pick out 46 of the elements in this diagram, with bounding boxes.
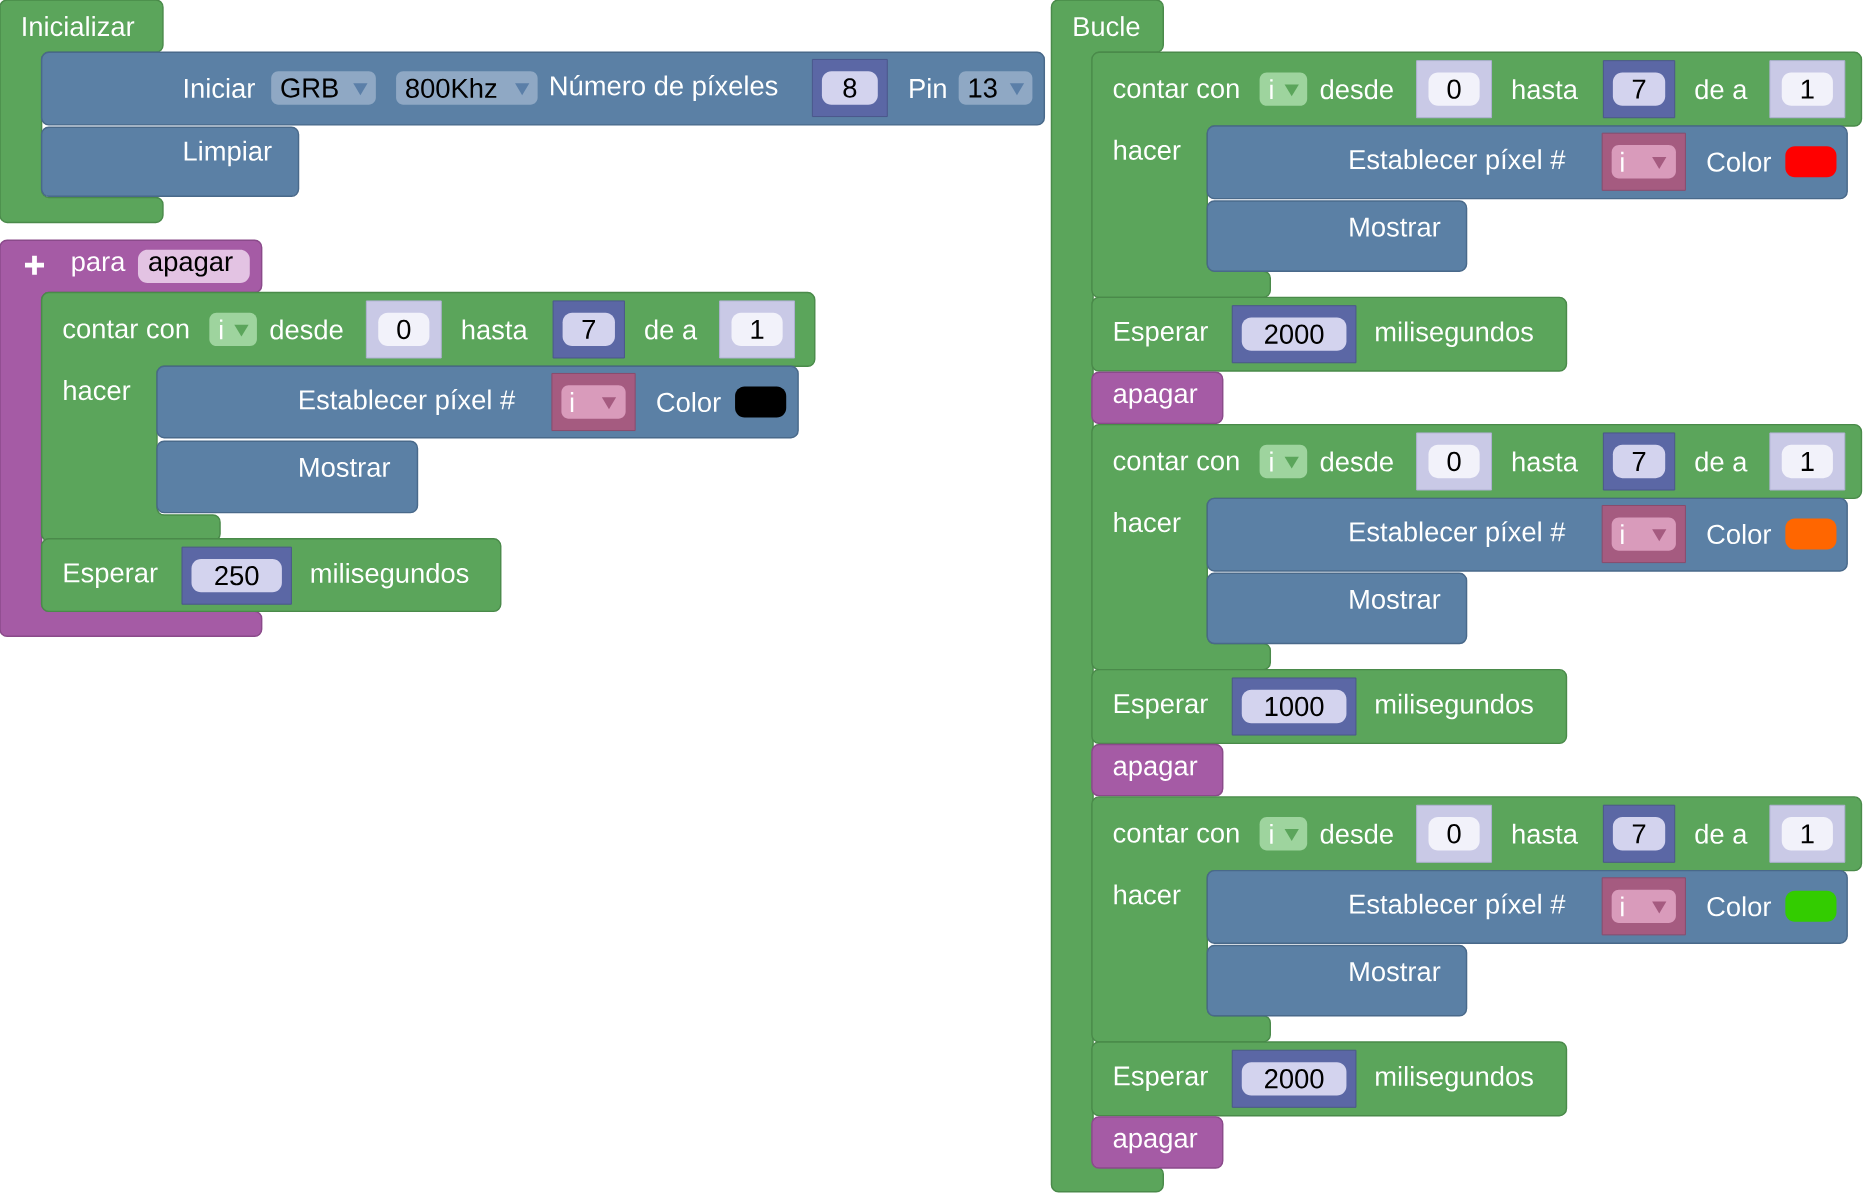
- name-field: apagar: [138, 249, 250, 283]
- event-block: Inicializar: [0, 0, 164, 224]
- dropdown-field: GRB: [271, 71, 376, 105]
- wait-block: Esperar 2000 milisegundos: [1091, 296, 1568, 372]
- number-block: 1000: [1231, 677, 1357, 736]
- number-block: 1: [1769, 432, 1846, 491]
- statement-block: Limpiar: [40, 126, 300, 197]
- statement-block: Mostrar: [1206, 200, 1468, 272]
- statement-block: Mostrar: [1206, 944, 1468, 1017]
- call-block: apagar: [1091, 1116, 1224, 1169]
- statement-block: Mostrar: [1206, 572, 1468, 645]
- statement-block: Mostrar: [156, 440, 419, 514]
- dropdown-field: 800Khz: [396, 71, 538, 105]
- number-block: 1: [1769, 804, 1846, 863]
- statement-block: Establecer píxel # i Color: [156, 365, 799, 439]
- wait-block: Esperar 1000 milisegundos: [1091, 668, 1568, 744]
- dropdown-field: i: [1259, 817, 1308, 851]
- call-block: apagar: [1091, 743, 1224, 797]
- statement-block: Establecer píxel # i Color: [1206, 869, 1848, 944]
- number-block: 1: [1769, 60, 1846, 119]
- number-block: 2000: [1231, 305, 1357, 364]
- number-block: 0: [1416, 60, 1492, 119]
- number-block: 7: [1602, 804, 1676, 863]
- number-block: 250: [181, 546, 292, 605]
- number-block: 7: [552, 300, 625, 359]
- variable-block: i: [551, 372, 636, 431]
- dropdown-field: 13: [958, 71, 1033, 105]
- number-block: 0: [1416, 432, 1492, 491]
- dropdown-field: i: [209, 312, 257, 347]
- statement-block: Establecer píxel # i Color: [1206, 125, 1848, 200]
- variable-block: i: [1601, 504, 1686, 563]
- number-block: 8: [811, 58, 888, 117]
- wait-block: Esperar 2000 milisegundos: [1091, 1041, 1568, 1117]
- number-block: 0: [365, 300, 442, 359]
- number-block: 7: [1602, 432, 1676, 491]
- number-block: 2000: [1231, 1049, 1357, 1108]
- call-block: apagar: [1091, 371, 1224, 425]
- variable-block: i: [1601, 132, 1686, 191]
- number-block: 7: [1602, 60, 1676, 119]
- number-block: 1: [719, 300, 795, 359]
- wait-block: Esperar 250 milisegundos: [40, 538, 502, 612]
- statement-block: Establecer píxel # i Color: [1206, 497, 1848, 572]
- setup-block: Iniciar GRB 800Khz Número de píxeles 8 Pin 13: [40, 51, 1046, 126]
- node-label: Bucle: [1074, 16, 1140, 37]
- variable-block: i: [1601, 877, 1686, 936]
- number-block: 0: [1416, 804, 1492, 863]
